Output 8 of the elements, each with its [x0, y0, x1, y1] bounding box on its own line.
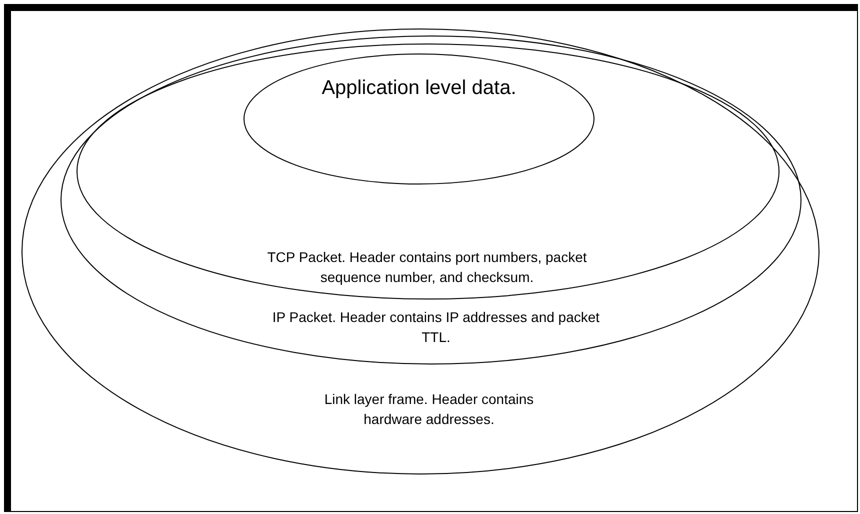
layer-ellipse [61, 36, 801, 364]
layer-description: IP Packet. Header contains IP addresses and packet TTL. [271, 308, 601, 347]
layer-ellipse [244, 54, 594, 184]
layer-description: Application level data. [320, 78, 518, 98]
layer-ellipse [22, 29, 819, 474]
layer-description: TCP Packet. Header contains port numbers, packet sequence number, and checksum. [266, 248, 588, 287]
layer-description: Link layer frame. Header contains hardware addresses. [323, 390, 535, 429]
layer-ellipse [77, 44, 779, 299]
